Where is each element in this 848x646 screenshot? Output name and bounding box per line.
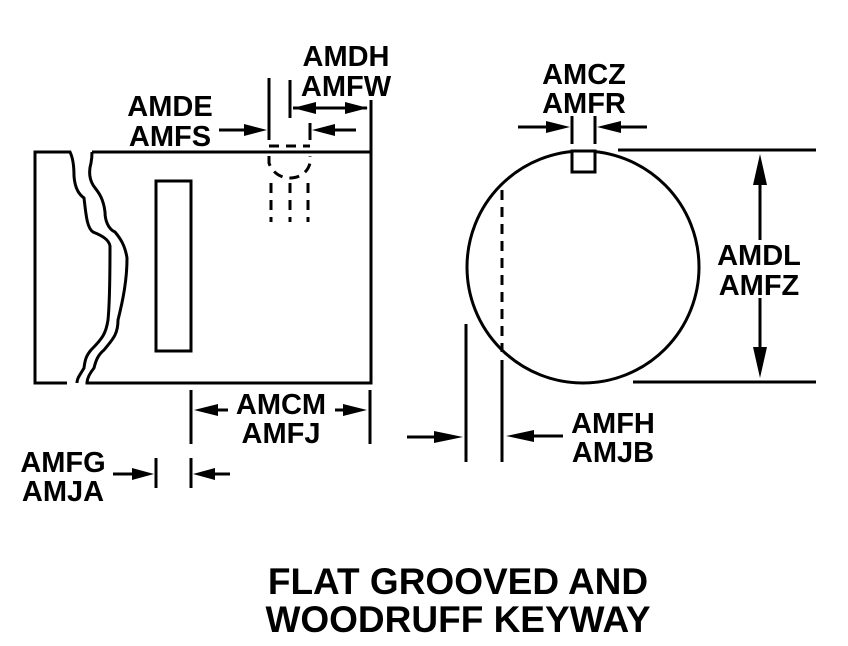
arrow-left-icon xyxy=(193,468,215,480)
arrow-left-icon xyxy=(597,121,621,133)
arrow-left-icon xyxy=(293,102,316,114)
shaft-main-body xyxy=(85,150,373,385)
dimension-label: AMDE xyxy=(127,91,212,123)
woodruff-key-hidden-outline xyxy=(267,156,312,180)
keyway-slot xyxy=(570,149,597,174)
dimension-label: AMCZ xyxy=(542,59,626,91)
dimension-label: AMDL xyxy=(717,240,801,272)
dimension-label: AMFW xyxy=(301,71,392,103)
shaft-left-broken-piece xyxy=(33,150,112,385)
arrow-left-icon xyxy=(506,430,534,442)
dimension-label: AMFR xyxy=(542,88,626,120)
arrow-right-icon xyxy=(434,431,463,443)
flat-groove-slot xyxy=(154,179,193,353)
dimension-amcm-amfj: AMCM AMFJ xyxy=(189,389,372,450)
dimension-label: AMFS xyxy=(129,121,211,153)
dimension-amdh-amfw: AMDH AMFW xyxy=(288,41,392,152)
dimension-label: AMFJ xyxy=(242,418,321,450)
side-view xyxy=(33,144,373,385)
arrow-right-icon xyxy=(244,124,267,136)
arrow-right-icon xyxy=(343,404,367,416)
dimension-label: AMCM xyxy=(236,389,326,421)
arrow-right-icon xyxy=(132,468,154,480)
diagram-title: FLAT GROOVED AND WOODRUFF KEYWAY xyxy=(265,561,650,640)
dimension-label: AMFH xyxy=(571,408,655,440)
title-line-1: FLAT GROOVED AND xyxy=(268,561,648,602)
dimension-amdl-amfz: AMDL AMFZ xyxy=(618,148,816,384)
dimension-amde-amfs: AMDE AMFS xyxy=(127,78,271,153)
arrow-left-icon xyxy=(312,124,335,136)
dimension-label: AMFZ xyxy=(719,270,800,302)
arrow-right-icon xyxy=(345,102,368,114)
arrow-down-icon xyxy=(753,347,767,378)
dimension-label: AMJA xyxy=(22,476,104,508)
dimension-amcz-amfr: AMCZ AMFR xyxy=(518,59,647,144)
title-line-2: WOODRUFF KEYWAY xyxy=(265,599,650,640)
arrow-up-icon xyxy=(753,154,767,185)
arrow-right-icon xyxy=(546,121,570,133)
arrow-left-icon xyxy=(194,404,218,416)
dimension-label: AMFG xyxy=(20,447,105,479)
dimension-label: AMJB xyxy=(572,437,654,469)
dimension-label: AMDH xyxy=(303,41,390,73)
dimension-amfh-amjb: AMFH AMJB xyxy=(407,324,655,469)
end-view xyxy=(465,149,701,385)
dimension-amfg-amja: AMFG AMJA xyxy=(20,447,230,508)
